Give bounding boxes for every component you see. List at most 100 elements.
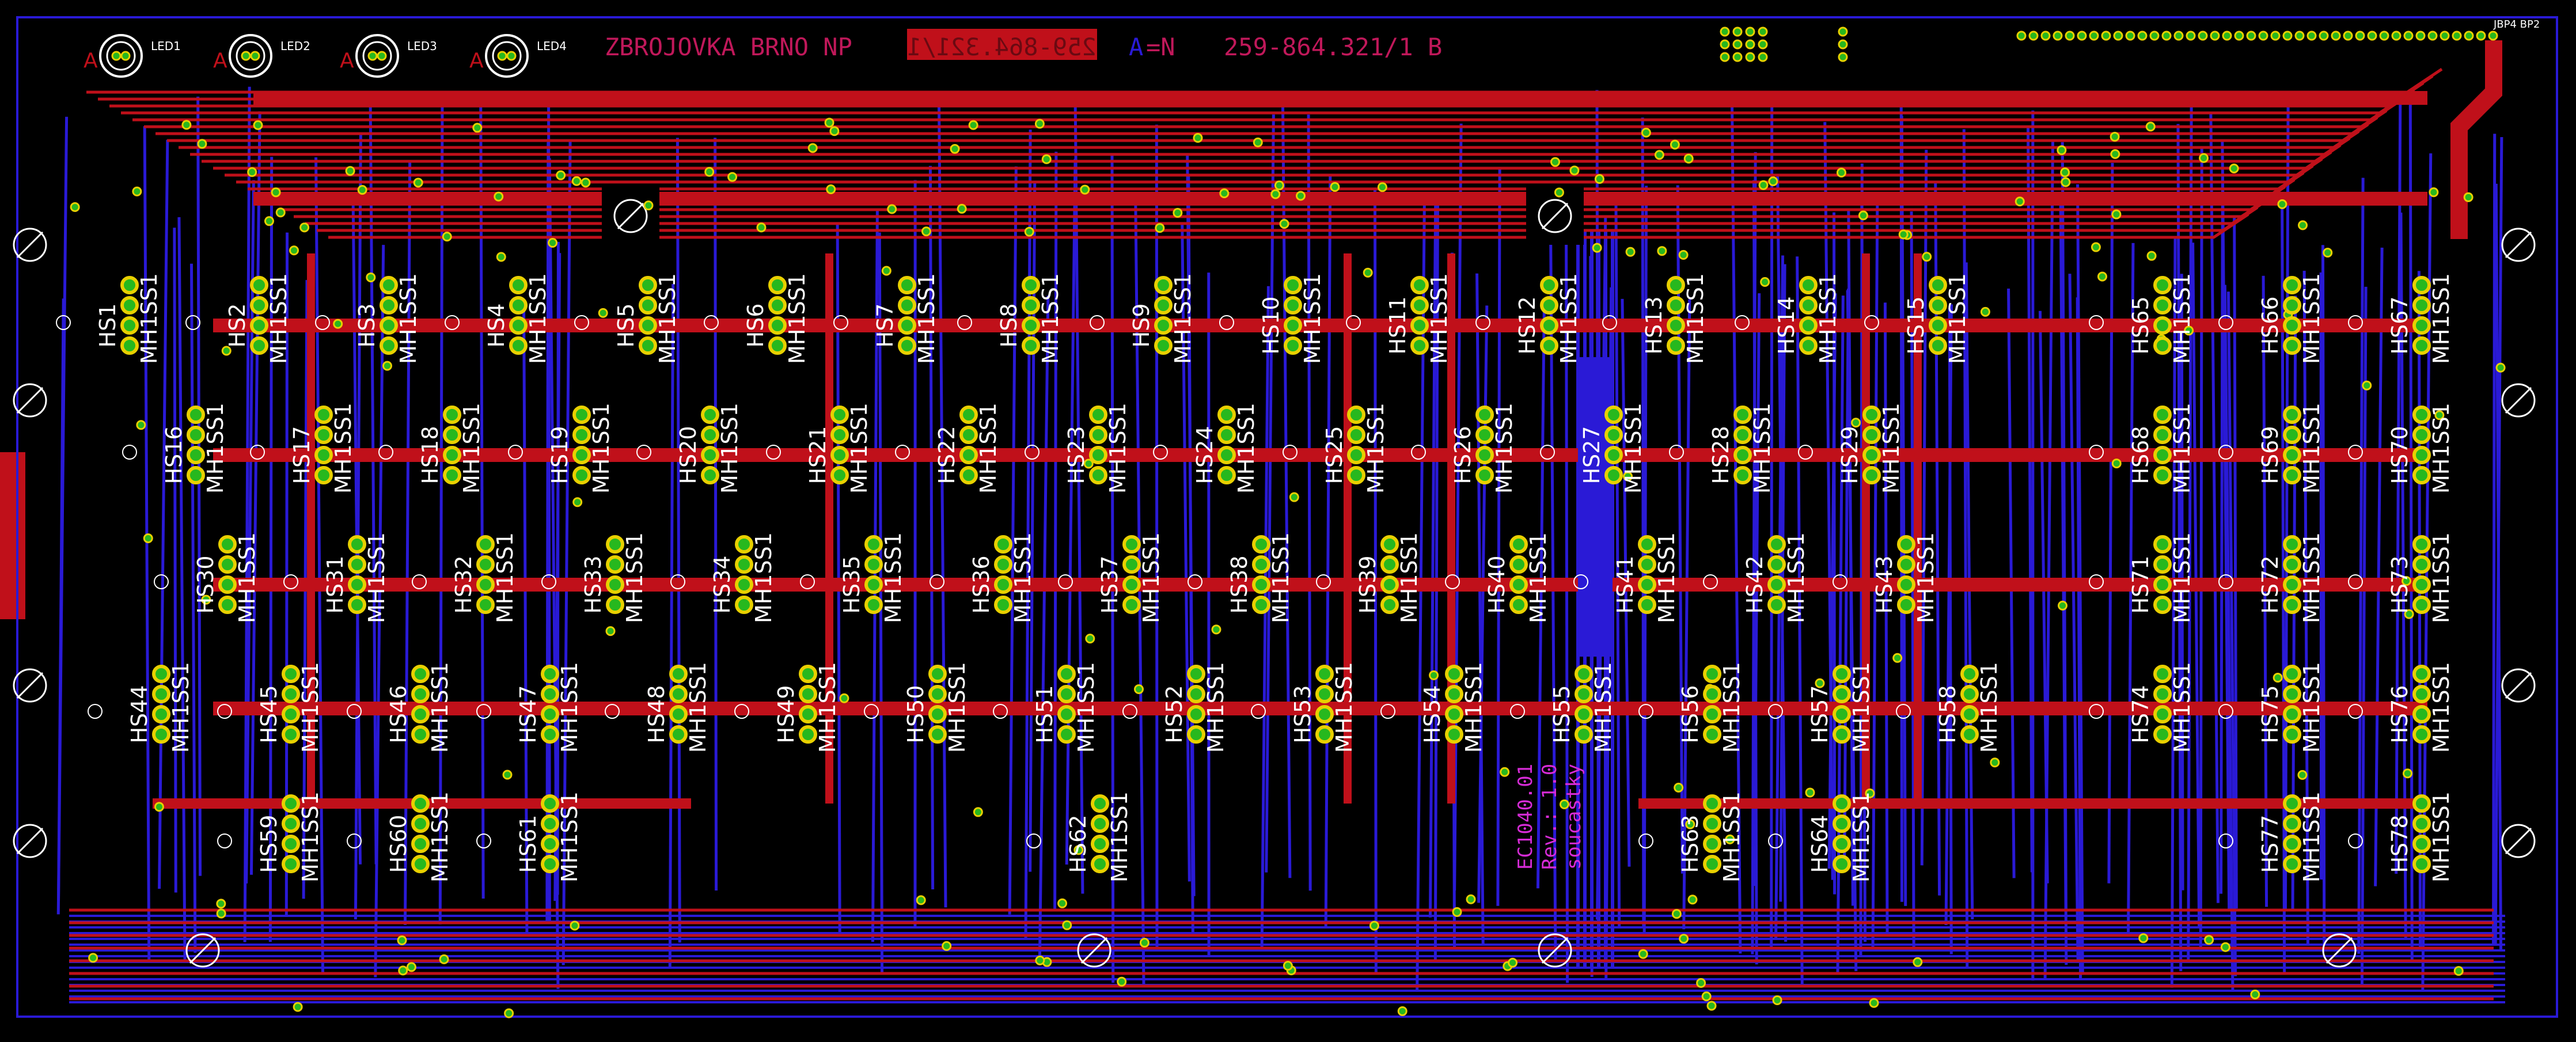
switch-value-label: MH1SS1	[1268, 532, 1293, 623]
header-pin	[2464, 31, 2474, 41]
switch-pad	[1575, 725, 1593, 744]
via	[1768, 176, 1778, 187]
switch-value-label: MH1SS1	[1945, 273, 1970, 364]
via	[253, 120, 263, 130]
switch-pad	[380, 296, 398, 315]
switch-pad	[1410, 336, 1429, 355]
switch-value-label: MH1SS1	[427, 662, 453, 753]
led-pad	[377, 51, 387, 61]
switch-value-label: MH1SS1	[1010, 532, 1035, 623]
via	[1851, 418, 1861, 428]
via	[136, 420, 146, 430]
header-pin	[2440, 31, 2450, 41]
bottom-trace-vertical	[1751, 152, 1757, 954]
switch-value-label: MH1SS1	[1591, 662, 1616, 753]
via	[247, 167, 257, 177]
via	[2146, 251, 2157, 261]
switch-pad	[2283, 296, 2301, 315]
via	[357, 185, 367, 195]
bottom-trace-vertical	[403, 161, 412, 925]
hole-slash	[1541, 937, 1569, 964]
switch-ref-label: HS48	[644, 685, 669, 743]
header-pin	[2415, 31, 2426, 41]
fiducial-mark	[2089, 574, 2104, 589]
bottom-trace-vertical	[1948, 308, 1953, 954]
switch-value-label: MH1SS1	[1203, 662, 1228, 753]
switch-value-label: MH1SS1	[1526, 532, 1551, 623]
fiducial-mark	[1283, 445, 1298, 460]
via	[1559, 799, 1569, 809]
hole-slash	[1541, 202, 1569, 230]
bottom-trace-vertical	[2321, 245, 2326, 946]
switch-ref-label: HS52	[1162, 685, 1187, 743]
via	[1641, 127, 1651, 138]
bottom-trace-vertical	[1038, 295, 1050, 965]
switch-value-label: MH1SS1	[1427, 273, 1452, 364]
fiducial-mark	[154, 574, 169, 589]
via	[413, 177, 423, 188]
switch-ref-label: HS46	[386, 685, 411, 743]
switch-pad	[1315, 725, 1334, 744]
via	[1922, 252, 1932, 262]
via	[2250, 989, 2260, 999]
fiducial-mark	[2348, 445, 2363, 460]
header-pin	[1838, 26, 1848, 37]
hole-slash	[16, 827, 44, 855]
mounting-hole	[2501, 228, 2536, 262]
switch-pad	[541, 835, 559, 853]
via	[598, 308, 608, 318]
switch-ref-label: HS17	[289, 426, 314, 484]
via	[2145, 122, 2156, 132]
switch-pad	[1575, 705, 1593, 723]
switch-pad	[830, 446, 849, 464]
hole-slash	[189, 937, 217, 964]
via	[973, 807, 983, 817]
via	[197, 139, 207, 149]
switch-ref-label: HS67	[2387, 296, 2412, 354]
via	[88, 953, 98, 963]
bottom-trace-vertical	[1187, 175, 1194, 933]
bottom-trace-vertical	[2176, 124, 2183, 971]
switch-ref-label: HS43	[1872, 555, 1897, 613]
switch-value-label: MH1SS1	[298, 662, 323, 753]
switch-pad	[348, 555, 366, 574]
via	[571, 176, 582, 186]
switch-pad	[1833, 855, 1851, 873]
switch-pad	[218, 535, 237, 554]
led-outline	[485, 34, 529, 78]
switch-ref-label: HS12	[1515, 296, 1540, 354]
fiducial-mark	[1316, 574, 1331, 589]
switch-pad	[476, 535, 495, 554]
switch-pad	[2283, 575, 2301, 594]
switch-pad	[1767, 535, 1786, 554]
switch-pad	[541, 855, 559, 873]
switch-value-label: MH1SS1	[589, 403, 614, 494]
switch-pad	[1445, 705, 1463, 723]
switch-pad	[1315, 685, 1334, 703]
switch-value-label: MH1SS1	[1913, 532, 1938, 623]
via	[2058, 600, 2068, 611]
switch-ref-label: HS23	[1064, 426, 1089, 484]
header-pin	[2149, 31, 2160, 41]
switch-pad	[2153, 575, 2172, 594]
fiducial-mark	[766, 445, 781, 460]
switch-hs52: HS52 MH1SS1	[1122, 662, 1228, 753]
switch-pad	[411, 814, 430, 833]
led-ref-label: LED3	[407, 39, 437, 53]
switch-ref-label: HS37	[1097, 555, 1122, 613]
bottom-trace-vertical	[1846, 290, 1858, 971]
fiducial-mark	[347, 704, 362, 719]
switch-pad	[282, 705, 300, 723]
switch-pad	[1410, 316, 1429, 335]
hole-slash	[16, 231, 44, 259]
switch-pad	[768, 316, 787, 335]
switch-pad	[669, 685, 688, 703]
